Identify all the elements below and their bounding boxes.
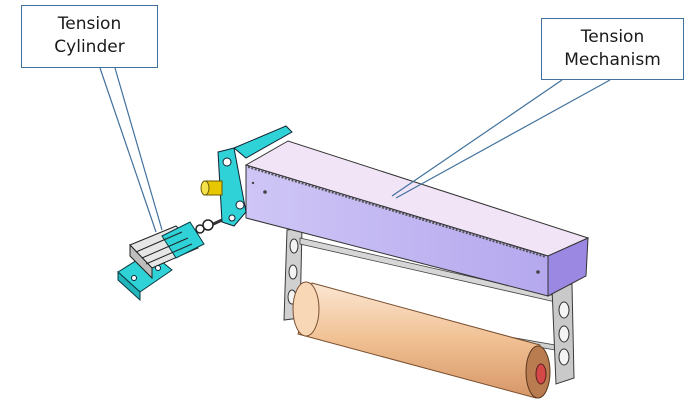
roller xyxy=(292,281,551,399)
lever-arm xyxy=(217,125,293,227)
tension-mechanism-label-line2: Mechanism xyxy=(564,50,661,70)
tension-mechanism-callout: Tension Mechanism xyxy=(541,18,684,80)
rod-end xyxy=(195,218,223,234)
tension-cylinder-callout: Tension Cylinder xyxy=(21,5,158,68)
right-bracket xyxy=(551,283,575,385)
tension-cylinder xyxy=(117,221,205,302)
tension-cylinder-label-line1: Tension xyxy=(57,14,122,34)
tension-cylinder-label-line2: Cylinder xyxy=(54,37,125,57)
tension-mechanism-label-line1: Tension xyxy=(580,27,645,47)
bushing xyxy=(200,180,223,196)
tension-mechanism-housing xyxy=(244,140,590,297)
leader-lines xyxy=(99,67,611,233)
